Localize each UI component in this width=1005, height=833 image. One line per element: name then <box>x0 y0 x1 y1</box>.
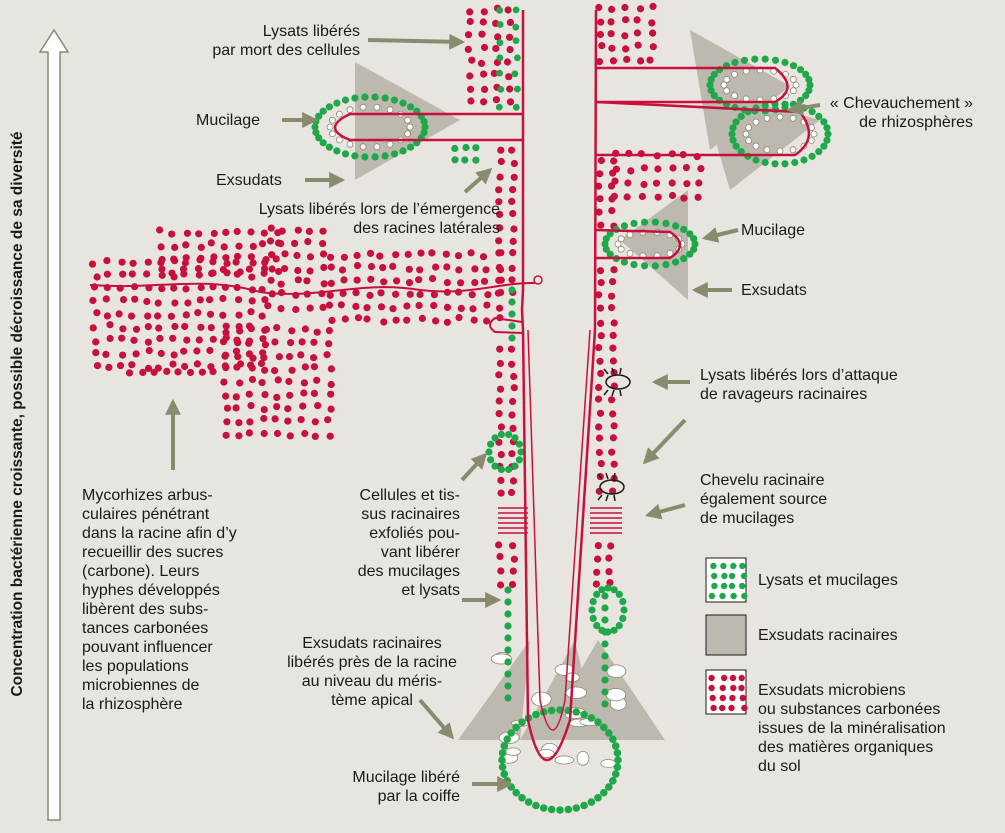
label-line: Lysats libérés <box>212 22 360 41</box>
label-line: tème apical <box>262 691 482 710</box>
label-line: tances carbonées <box>82 619 237 638</box>
label-line: microbiennes de <box>82 676 237 695</box>
concentration-arrow <box>40 30 68 820</box>
label-line: Mycorhizes arbus- <box>82 486 237 505</box>
label-line: exfoliés pou- <box>358 524 460 543</box>
label-line: libérés près de la racine <box>262 653 482 672</box>
label-line: par mort des cellules <box>212 41 360 60</box>
label-line: Mucilage <box>196 111 260 130</box>
legend-text-lysats: Lysats et mucilages <box>758 571 898 590</box>
label-line: libèrent des subs- <box>82 600 237 619</box>
label-line: dans la racine afin d’y <box>82 524 237 543</box>
label-line: Mucilage libéré <box>352 768 460 787</box>
label-line: issues de la minéralisation <box>758 719 946 738</box>
label-line: de rhizosphères <box>830 113 973 132</box>
label-line: des mucilages <box>358 562 460 581</box>
label-chevauchement: « Chevauchement »de rhizosphères <box>830 94 973 132</box>
label-line: des racines latérales <box>259 219 500 238</box>
label-line: Exsudats <box>741 281 807 300</box>
label-line: Exsudats racinaires <box>758 626 898 645</box>
label-line: Exsudats <box>216 171 282 190</box>
label-line: Cellules et tis- <box>358 486 460 505</box>
label-line: culaires pénétrant <box>82 505 237 524</box>
label-line: Lysats et mucilages <box>758 571 898 590</box>
label-line: « Chevauchement » <box>830 94 973 113</box>
label-line: également source <box>700 490 827 509</box>
label-line: pouvant influencer <box>82 638 237 657</box>
label-line: et lysats <box>358 581 460 600</box>
label-line: Exsudats racinaires <box>262 634 482 653</box>
label-mucilage-right: Mucilage <box>741 221 805 240</box>
label-line: la rhizosphère <box>82 695 237 714</box>
label-exsudats-right: Exsudats <box>741 281 807 300</box>
label-line: Chevelu racinaire <box>700 471 827 490</box>
label-line: Lysats libérés lors d’attaque <box>700 366 898 385</box>
label-line: au niveau du méris- <box>262 672 482 691</box>
label-line: Exsudats microbiens <box>758 681 946 700</box>
legend-text-exsudats: Exsudats racinaires <box>758 626 898 645</box>
label-line: recueillir des sucres <box>82 543 237 562</box>
label-line: de ravageurs racinaires <box>700 385 898 404</box>
label-line: de mucilages <box>700 509 827 528</box>
label-line: des matières organiques <box>758 738 946 757</box>
label-exsudats-left: Exsudats <box>216 171 282 190</box>
label-line: Lysats libérés lors de l’émergence <box>259 200 500 219</box>
label-line: les populations <box>82 657 237 676</box>
label-line: ou substances carbonées <box>758 700 946 719</box>
label-line: vant libérer <box>358 543 460 562</box>
label-mucilage-left: Mucilage <box>196 111 260 130</box>
label-line: Mucilage <box>741 221 805 240</box>
label-line: (carbone). Leurs <box>82 562 237 581</box>
label-line: par la coiffe <box>352 787 460 806</box>
root-hairs <box>498 508 622 533</box>
label-line: du sol <box>758 757 946 776</box>
label-line: sus racinaires <box>358 505 460 524</box>
label-line: hyphes développés <box>82 581 237 600</box>
legend-swatch-exsudats <box>706 615 746 655</box>
